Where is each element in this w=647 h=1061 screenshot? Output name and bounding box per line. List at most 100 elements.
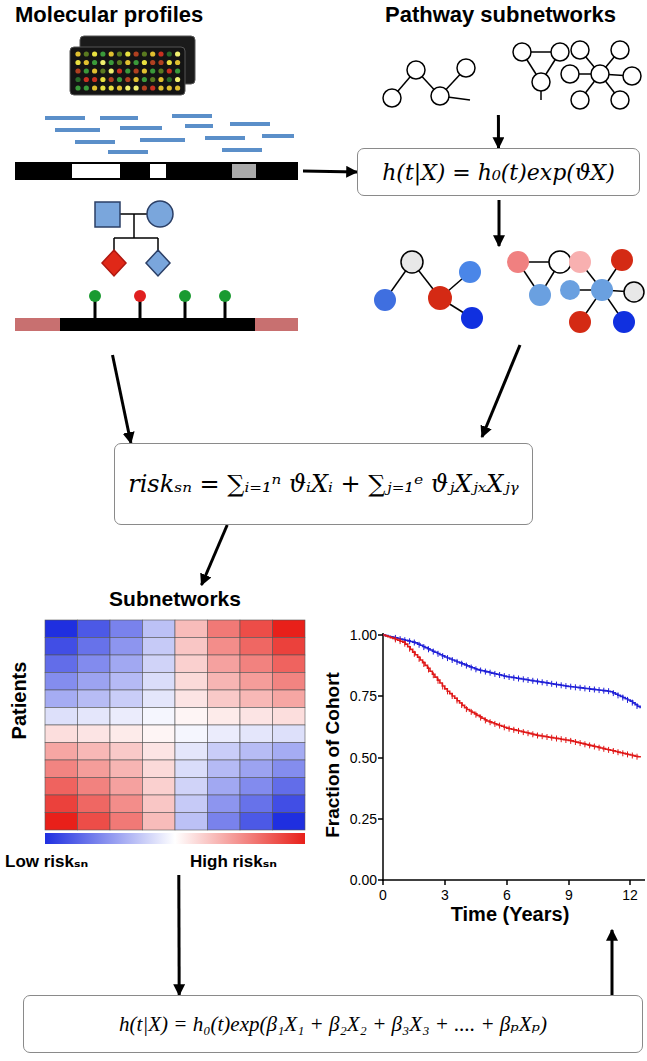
pedigree-path (102, 250, 126, 276)
heatmap-grid-rect (208, 725, 241, 743)
heatmap-grid-rect (273, 638, 306, 656)
heatmap-grid-rect (143, 778, 176, 796)
heatmap-grid-rect (208, 690, 241, 708)
pedigree-line (133, 214, 135, 238)
sequencing-reads (45, 114, 294, 154)
scored-subnetworks (374, 249, 644, 333)
microarray-spots-circle (175, 77, 180, 82)
microarray-spots-circle (167, 85, 172, 90)
microarray-spots-circle (84, 51, 89, 56)
plot-axes-line (506, 880, 508, 885)
sequencing-reads-rect (55, 128, 100, 132)
chromosome-bar-rect (15, 162, 298, 180)
microarray-spots-circle (100, 51, 105, 56)
heatmap-grid-rect (110, 638, 143, 656)
heatmap-grid-rect (78, 638, 111, 656)
microarray-spots-circle (92, 85, 97, 90)
heatmap-grid-rect (143, 743, 176, 761)
heatmap-grid-rect (175, 708, 208, 726)
scored-subnetworks-circle (591, 279, 613, 301)
heatmap-grid-rect (78, 620, 111, 638)
heatmap-grid-rect (175, 638, 208, 656)
microarray-spots-circle (142, 60, 147, 65)
tick-label-holder: 12 (622, 886, 638, 904)
heatmap-grid-rect (273, 673, 306, 691)
scored-subnetworks-circle (560, 280, 580, 300)
heatmap-grid-rect (78, 725, 111, 743)
microarray-rect (70, 47, 185, 95)
heatmap-grid-rect (143, 690, 176, 708)
microarray-spots-circle (175, 60, 180, 65)
subnetwork-graphs-circle (591, 65, 609, 83)
scale-label-holder: High riskₛₙ (190, 851, 277, 872)
panel-heading: Molecular profiles (15, 2, 203, 27)
microarray-spots-circle (134, 51, 139, 56)
plot-axes-line (382, 879, 645, 881)
heatmap-grid-rect (240, 673, 273, 691)
microarray-spots-circle (142, 68, 147, 73)
panel-heading-holder: Pathway subnetworks (385, 2, 616, 28)
microarray-spots-circle (109, 68, 114, 73)
heatmap-grid-rect (208, 708, 241, 726)
heatmap-grid (45, 620, 305, 830)
survival-curves (383, 635, 640, 760)
sequencing-reads-rect (108, 150, 148, 154)
pedigree-line (113, 238, 115, 250)
heatmap-grid-rect (78, 673, 111, 691)
heatmap-grid-rect (110, 673, 143, 691)
tick-label-holder: 0 (379, 886, 387, 904)
sequencing-reads-rect (230, 122, 270, 126)
microarray-spots-circle (167, 51, 172, 56)
methylation-track-g-line (94, 300, 97, 318)
microarray-spots-circle (117, 77, 122, 82)
microarray-spots-circle (158, 77, 163, 82)
microarray-spots (75, 51, 180, 90)
plot-axes-line (444, 880, 446, 885)
flow-arrow (177, 875, 180, 995)
heatmap-grid-rect (143, 655, 176, 673)
microarray-spots-circle (142, 77, 147, 82)
tick-label-holder: 0.75 (350, 687, 377, 705)
methylation-track-g-line (224, 300, 227, 318)
formula-text: h(t|X) = h₀(t)exp(ϑX) (382, 160, 615, 185)
heatmap-grid-rect (175, 795, 208, 813)
scored-subnetworks-circle (624, 282, 644, 302)
heatmap-grid-rect (110, 778, 143, 796)
heatmap-grid-rect (240, 708, 273, 726)
microarray-spots-circle (175, 85, 180, 90)
heatmap-grid-rect (45, 690, 78, 708)
sequencing-reads-rect (120, 126, 162, 130)
heatmap-grid-rect (175, 760, 208, 778)
heatmap-grid-rect (175, 778, 208, 796)
tick-label-holder: 1.00 (350, 626, 377, 644)
tick-label-holder: 0.50 (350, 749, 377, 767)
microarray-spots-circle (100, 60, 105, 65)
heatmap-grid-rect (240, 655, 273, 673)
heatmap-grid-rect (45, 760, 78, 778)
heatmap-grid-rect (175, 620, 208, 638)
tick-label-holder: 0.25 (350, 810, 377, 828)
scored-subnetworks-circle (529, 284, 551, 306)
sequencing-reads-rect (205, 136, 245, 140)
plot-axes-line (629, 880, 631, 885)
scored-subnetworks-circle (569, 311, 591, 333)
heatmap-grid-rect (208, 778, 241, 796)
heatmap-panel: SubnetworksPatientsLow riskₛₙHigh riskₛₙ (0, 585, 325, 875)
microarray-spots-circle (100, 77, 105, 82)
microarray-spots-circle (167, 77, 172, 82)
heatmap-grid-rect (143, 725, 176, 743)
profiles-panel: Molecular profiles (10, 0, 303, 355)
flow-arrow (497, 115, 500, 148)
microarray-spots-circle (92, 77, 97, 82)
plot-axes (378, 633, 645, 885)
microarray-spots-circle (167, 60, 172, 65)
subnetwork-graphs-circle (407, 61, 425, 79)
subnetwork-graphs (383, 41, 641, 109)
subnetwork-graphs-circle (611, 91, 629, 109)
heatmap-grid-rect (273, 743, 306, 761)
methylation-track-g (95, 300, 225, 318)
methylation-track-circle (179, 290, 191, 302)
microarray-spots-circle (142, 85, 147, 90)
heatmap-grid-rect (143, 795, 176, 813)
heatmap-grid-rect (78, 795, 111, 813)
